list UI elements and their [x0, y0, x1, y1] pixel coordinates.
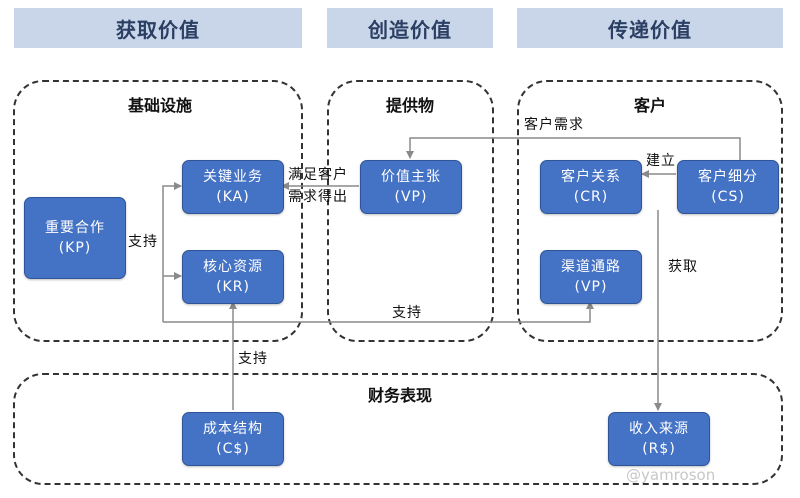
- channels-name: 渠道通路: [561, 259, 621, 275]
- box-key-partners: 重要合作 (KP): [24, 197, 126, 279]
- customer-segments-code: (CS): [711, 189, 745, 205]
- region-title-customer: 客户: [633, 96, 666, 115]
- channels-code: (VP): [574, 279, 608, 295]
- key-resources-code: (KR): [216, 279, 250, 295]
- label-customer-need: 客户需求: [524, 117, 584, 133]
- box-revenue-streams: 收入来源 (R$): [608, 412, 710, 466]
- key-resources-name: 核心资源: [203, 259, 263, 275]
- watermark: @yamroson: [626, 466, 716, 484]
- customer-relationships-name: 客户关系: [561, 169, 621, 185]
- key-partners-code: (KP): [58, 240, 92, 256]
- cost-structure-name: 成本结构: [203, 421, 263, 437]
- box-key-activities: 关键业务 (KA): [182, 160, 284, 214]
- key-activities-code: (KA): [216, 189, 250, 205]
- header-deliver-value: 传递价值: [517, 8, 783, 48]
- region-infrastructure: [13, 80, 303, 342]
- value-proposition-name: 价值主张: [381, 169, 441, 185]
- region-title-finance: 财务表现: [367, 386, 432, 405]
- region-customer: [517, 80, 783, 342]
- region-finance: [13, 373, 783, 485]
- key-activities-name: 关键业务: [203, 169, 263, 185]
- box-cost-structure: 成本结构 (C$): [182, 412, 284, 466]
- box-customer-segments: 客户细分 (CS): [677, 160, 779, 214]
- header-acquire-value: 获取价值: [14, 8, 302, 48]
- box-value-proposition: 价值主张 (VP): [360, 160, 462, 214]
- header-create-value: 创造价值: [327, 8, 493, 48]
- region-title-infrastructure: 基础设施: [127, 96, 192, 115]
- label-support-bottom: 支持: [392, 305, 422, 321]
- customer-segments-name: 客户细分: [698, 169, 758, 185]
- label-establish: 建立: [646, 153, 676, 169]
- customer-relationships-code: (CR): [573, 189, 609, 205]
- arrow-customer-need: [406, 137, 741, 162]
- region-title-offering: 提供物: [385, 96, 434, 115]
- arrow-support-to-channel: [163, 301, 594, 323]
- box-customer-relationships: 客户关系 (CR): [540, 160, 642, 214]
- label-acquire: 获取: [668, 259, 698, 275]
- key-partners-name: 重要合作: [45, 220, 105, 236]
- label-support-finance: 支持: [238, 351, 268, 367]
- revenue-streams-code: (R$): [642, 441, 676, 457]
- label-satisfy-line2: 需求得出: [288, 189, 348, 205]
- arrow-support-to-ka: [162, 182, 182, 322]
- cost-structure-code: (C$): [216, 441, 250, 457]
- revenue-streams-name: 收入来源: [629, 421, 689, 437]
- box-channels: 渠道通路 (VP): [540, 250, 642, 304]
- value-proposition-code: (VP): [394, 189, 428, 205]
- region-offering: [327, 80, 494, 342]
- label-support-kp: 支持: [128, 234, 158, 250]
- label-satisfy-line1: 满足客户: [288, 167, 348, 183]
- box-key-resources: 核心资源 (KR): [182, 250, 284, 304]
